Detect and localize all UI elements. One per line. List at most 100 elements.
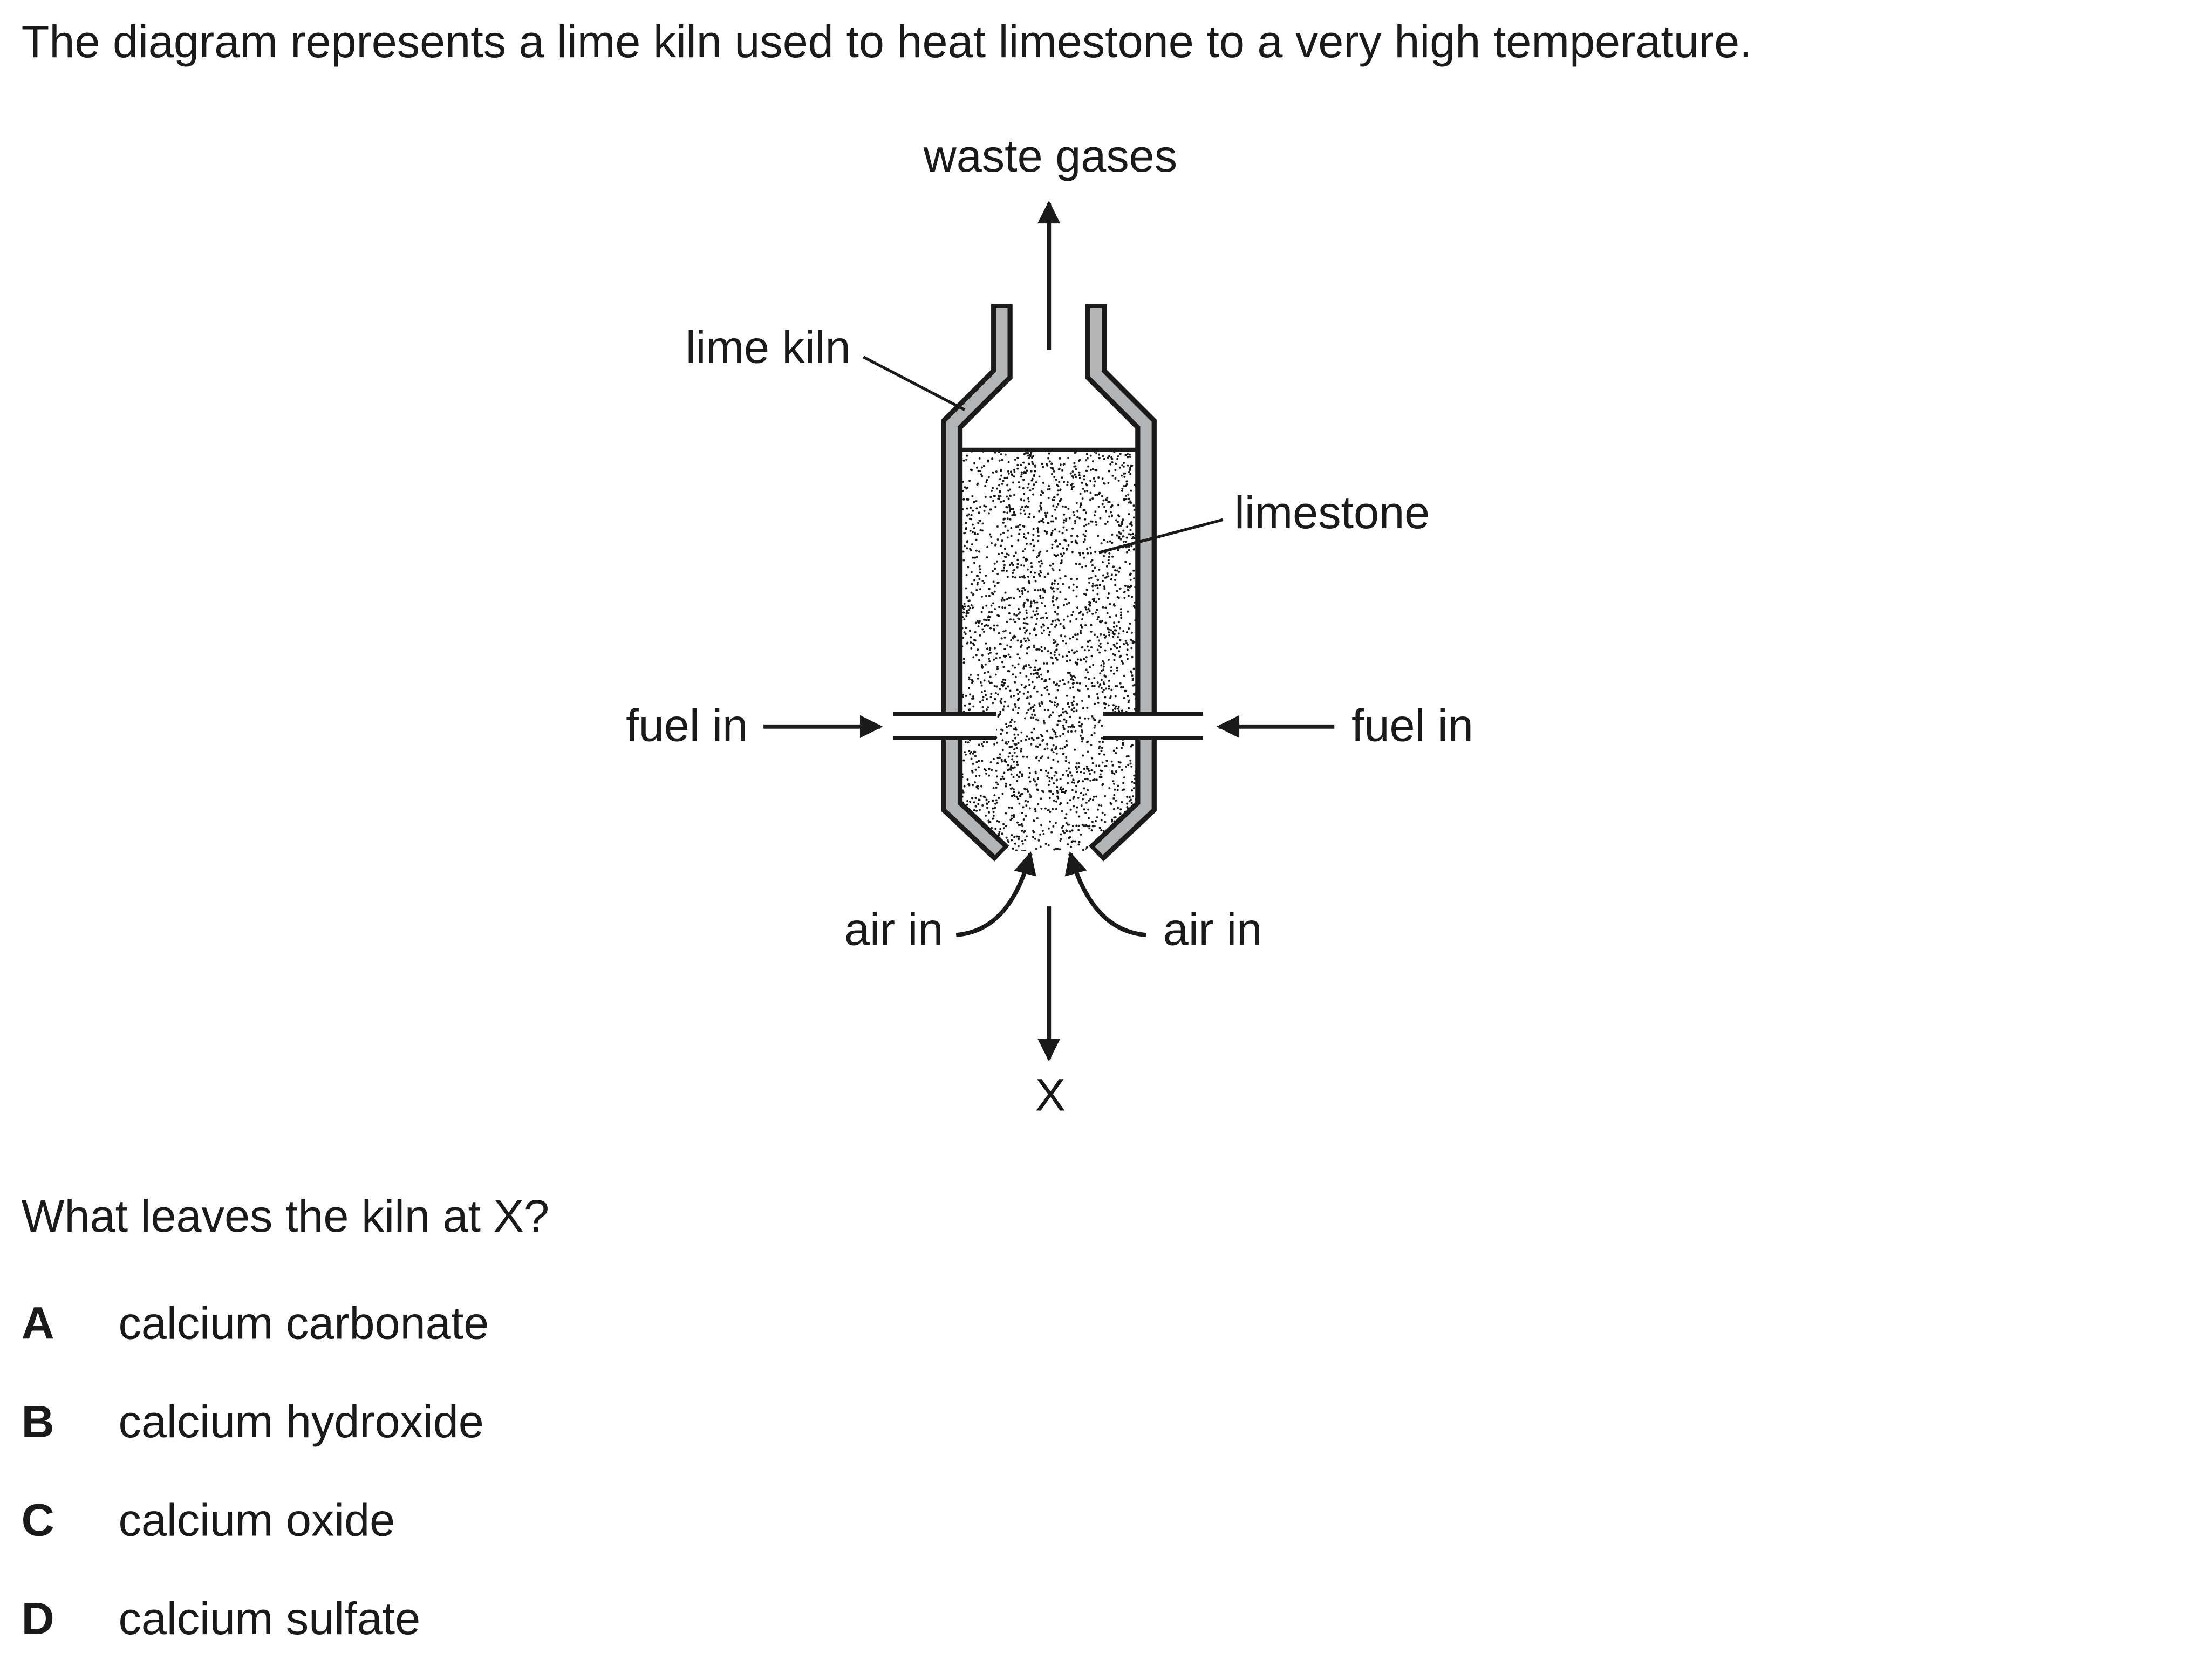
stipple-dot <box>1008 806 1011 809</box>
stipple-dot <box>1032 462 1035 465</box>
stipple-dot <box>1089 797 1092 800</box>
stipple-dot <box>1061 747 1064 750</box>
stipple-dot <box>1114 578 1116 581</box>
stipple-dot <box>973 781 976 784</box>
stipple-dot <box>1075 709 1078 712</box>
stipple-dot <box>1131 679 1134 681</box>
stipple-dot <box>1087 808 1090 811</box>
stipple-dot <box>1085 523 1088 526</box>
stipple-dot <box>999 478 1001 481</box>
stipple-dot <box>1078 476 1081 479</box>
stipple-dot <box>1026 652 1028 655</box>
stipple-dot <box>1038 648 1041 651</box>
stipple-dot <box>1095 764 1098 767</box>
option-d[interactable]: D calcium sulfate <box>22 1593 421 1644</box>
stipple-dot <box>1088 799 1090 802</box>
stipple-dot <box>1047 784 1050 787</box>
stipple-dot <box>1112 644 1115 646</box>
stipple-dot <box>1043 591 1046 593</box>
stipple-dot <box>1046 747 1049 750</box>
stipple-dot <box>1103 506 1106 508</box>
stipple-dot <box>1069 674 1072 677</box>
stipple-dot <box>1013 728 1015 730</box>
stipple-dot <box>979 634 981 637</box>
stipple-dot <box>984 484 987 487</box>
stipple-dot <box>1128 470 1130 473</box>
stipple-dot <box>1051 529 1054 532</box>
stipple-dot <box>1070 614 1073 616</box>
label-limestone: limestone <box>1234 487 1430 538</box>
stipple-dot <box>1024 466 1027 469</box>
stipple-dot <box>1041 755 1044 758</box>
stipple-dot <box>1094 819 1097 822</box>
stipple-dot <box>965 845 968 848</box>
stipple-dot <box>999 495 1002 497</box>
stipple-dot <box>1084 793 1087 796</box>
stipple-dot <box>1104 707 1107 709</box>
stipple-dot <box>1009 818 1012 821</box>
stipple-dot <box>1023 509 1026 512</box>
stipple-dot <box>1098 719 1101 722</box>
stipple-dot <box>1070 730 1073 733</box>
stipple-dot <box>1022 550 1025 552</box>
stipple-dot <box>1064 575 1067 578</box>
stipple-dot <box>1029 543 1032 545</box>
stipple-dot <box>1014 737 1017 740</box>
stipple-dot <box>1029 695 1032 698</box>
stipple-dot <box>968 480 971 482</box>
option-c[interactable]: C calcium oxide <box>22 1494 395 1546</box>
stipple-dot <box>1008 752 1011 755</box>
stipple-dot <box>975 556 978 558</box>
stipple-dot <box>1075 502 1078 504</box>
stipple-dot <box>1064 817 1067 819</box>
stipple-dot <box>1062 679 1064 681</box>
stipple-dot <box>1119 532 1122 535</box>
stipple-dot <box>1016 797 1019 800</box>
stipple-dot <box>1027 691 1029 693</box>
stipple-dot <box>1025 835 1028 838</box>
stipple-dot <box>1019 595 1021 598</box>
stipple-dot <box>1083 490 1086 493</box>
stipple-dot <box>1078 612 1081 614</box>
stipple-dot <box>1076 658 1079 661</box>
stipple-dot <box>980 743 983 746</box>
stipple-dot <box>1132 795 1134 798</box>
stipple-dot <box>1013 494 1016 496</box>
stipple-dot <box>1051 728 1054 731</box>
stipple-dot <box>1020 731 1023 734</box>
stipple-dot <box>1119 627 1122 630</box>
stipple-dot <box>1084 624 1087 627</box>
stipple-dot <box>985 481 988 483</box>
stipple-dot <box>1033 704 1036 707</box>
stipple-dot <box>1011 814 1013 817</box>
stipple-dot <box>1039 589 1042 591</box>
stipple-dot <box>1034 837 1037 840</box>
stipple-dot <box>983 618 986 621</box>
stipple-dot <box>1118 588 1121 590</box>
stipple-dot <box>998 459 1001 462</box>
stipple-dot <box>964 486 966 489</box>
stipple-dot <box>1006 536 1009 539</box>
stipple-dot <box>1071 824 1074 827</box>
stipple-dot <box>1055 555 1057 557</box>
stipple-dot <box>1078 551 1081 554</box>
stipple-dot <box>1130 502 1132 504</box>
stipple-dot <box>1028 767 1030 769</box>
stipple-dot <box>1060 634 1062 637</box>
stipple-dot <box>1069 620 1072 623</box>
stipple-dot <box>1083 538 1086 541</box>
stipple-dot <box>972 656 975 659</box>
stipple-dot <box>1083 787 1085 790</box>
stipple-dot <box>1062 463 1065 466</box>
stipple-dot <box>1028 664 1030 666</box>
stipple-dot <box>1037 719 1040 722</box>
stipple-dot <box>989 761 992 763</box>
option-b[interactable]: B calcium hydroxide <box>22 1396 484 1447</box>
stipple-dot <box>1041 562 1043 565</box>
stipple-dot <box>1008 508 1011 510</box>
stipple-dot <box>1001 793 1004 795</box>
stipple-dot <box>1062 791 1065 793</box>
stipple-dot <box>1011 473 1013 476</box>
stipple-dot <box>1073 726 1075 728</box>
option-a[interactable]: A calcium carbonate <box>22 1297 489 1349</box>
